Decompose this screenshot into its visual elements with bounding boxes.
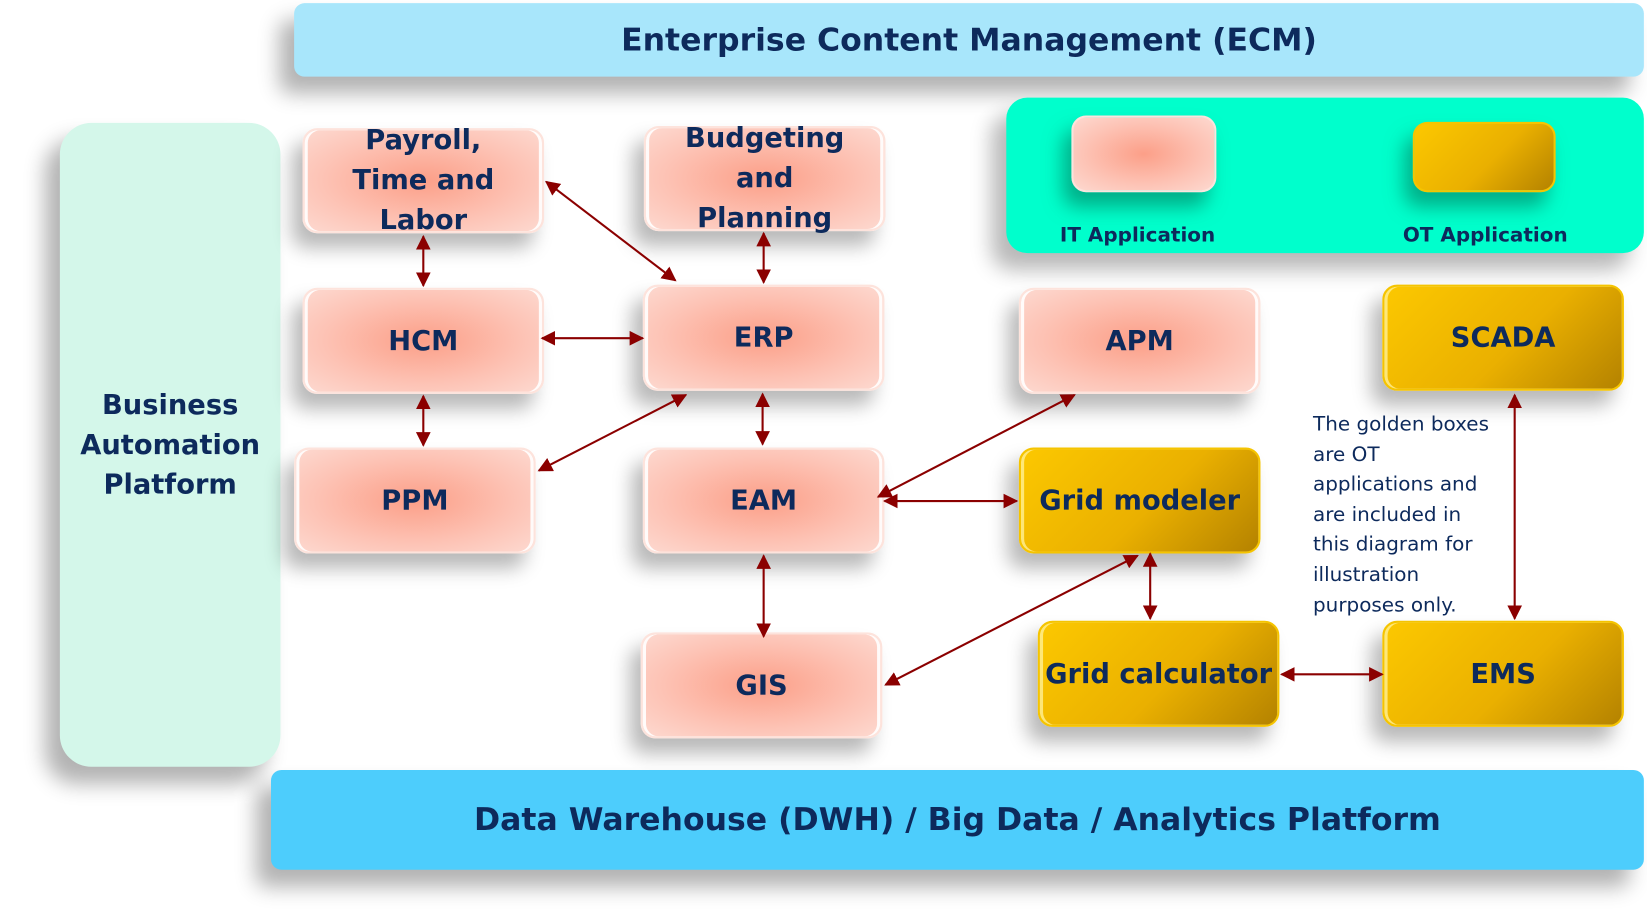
grid-modeler-box: Grid modeler <box>1018 447 1261 554</box>
gis-box: GIS <box>640 632 883 739</box>
hcm-box: HCM <box>302 287 545 394</box>
erp-box: ERP <box>642 284 885 391</box>
ecm-bar: Enterprise Content Management (ECM) <box>294 3 1644 77</box>
payroll-label: Payroll, Time and Labor <box>352 124 495 237</box>
arrow-payroll-erp <box>545 180 677 282</box>
bap-label: Business Automation Platform <box>80 389 261 501</box>
scada-label: SCADA <box>1450 321 1556 354</box>
apm-label: APM <box>1105 325 1174 357</box>
payroll-box: Payroll, Time and Labor <box>302 125 545 236</box>
budgeting-box: Budgeting and Planning <box>643 123 886 234</box>
ppm-label: PPM <box>381 484 449 517</box>
ems-label: EMS <box>1470 658 1536 690</box>
arrow-erp-ppm <box>537 394 688 472</box>
hcm-label: HCM <box>388 325 459 357</box>
ot-note: The golden boxes are OT applications and… <box>1313 412 1489 617</box>
legend-it-label: IT Application <box>1059 223 1216 247</box>
legend-ot-swatch <box>1412 121 1556 193</box>
dwh-bar: Data Warehouse (DWH) / Big Data / Analyt… <box>271 769 1644 870</box>
dwh-label: Data Warehouse (DWH) / Big Data / Analyt… <box>473 801 1441 839</box>
ecm-label: Enterprise Content Management (ECM) <box>621 21 1317 59</box>
budgeting-label: Budgeting and Planning <box>685 122 845 235</box>
arrow-gis-grid-modeler <box>884 554 1139 686</box>
eam-label: EAM <box>730 484 798 517</box>
ppm-box: PPM <box>294 447 536 554</box>
business-automation-platform: Business Automation Platform <box>59 122 281 767</box>
legend-ot-label: OT Application <box>1402 223 1568 247</box>
gis-label: GIS <box>735 669 788 702</box>
legend-it-swatch <box>1071 115 1217 193</box>
apm-box: APM <box>1018 287 1261 394</box>
erp-label: ERP <box>733 321 794 354</box>
arrow-eam-apm <box>876 394 1076 498</box>
ems-box: EMS <box>1382 620 1624 727</box>
scada-box: SCADA <box>1382 284 1624 391</box>
